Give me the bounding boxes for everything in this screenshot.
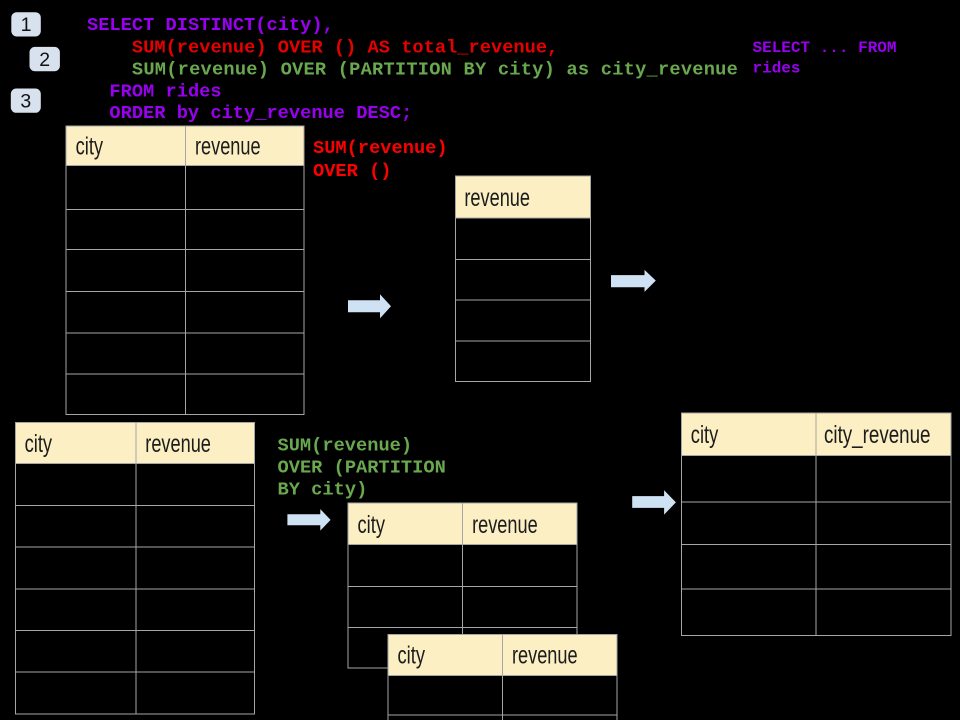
svg-text:city: city — [398, 642, 426, 670]
svg-text:2: 2 — [39, 49, 50, 71]
svg-text:revenue: revenue — [464, 184, 530, 212]
svg-text:SUM(revenue) OVER () AS total_: SUM(revenue) OVER () AS total_revenue, — [132, 37, 558, 59]
svg-text:3: 3 — [20, 90, 31, 112]
svg-text:FROM rides: FROM rides — [109, 81, 221, 103]
svg-text:ORDER by city_revenue DESC;: ORDER by city_revenue DESC; — [109, 102, 412, 124]
svg-text:SUM(revenue): SUM(revenue) — [313, 137, 448, 159]
svg-text:city: city — [691, 421, 719, 449]
svg-text:city: city — [25, 430, 53, 458]
svg-text:SELECT DISTINCT(city),: SELECT DISTINCT(city), — [87, 14, 334, 36]
svg-text:SUM(revenue): SUM(revenue) — [278, 435, 413, 457]
svg-text:revenue: revenue — [472, 511, 538, 539]
svg-text:OVER (): OVER () — [313, 160, 392, 182]
svg-text:rides: rides — [753, 60, 801, 78]
svg-text:city: city — [358, 511, 386, 539]
svg-text:revenue: revenue — [195, 133, 261, 161]
svg-text:city: city — [76, 133, 104, 161]
svg-text:revenue: revenue — [512, 642, 578, 670]
svg-text:1: 1 — [21, 14, 32, 36]
svg-text:SELECT ... FROM: SELECT ... FROM — [753, 39, 897, 57]
svg-text:revenue: revenue — [145, 430, 211, 458]
svg-text:SUM(revenue) OVER (PARTITION B: SUM(revenue) OVER (PARTITION BY city) as… — [132, 59, 738, 81]
svg-text:city_revenue: city_revenue — [824, 421, 931, 449]
svg-text:OVER (PARTITION: OVER (PARTITION — [278, 457, 446, 479]
svg-text:BY city): BY city) — [278, 479, 368, 501]
